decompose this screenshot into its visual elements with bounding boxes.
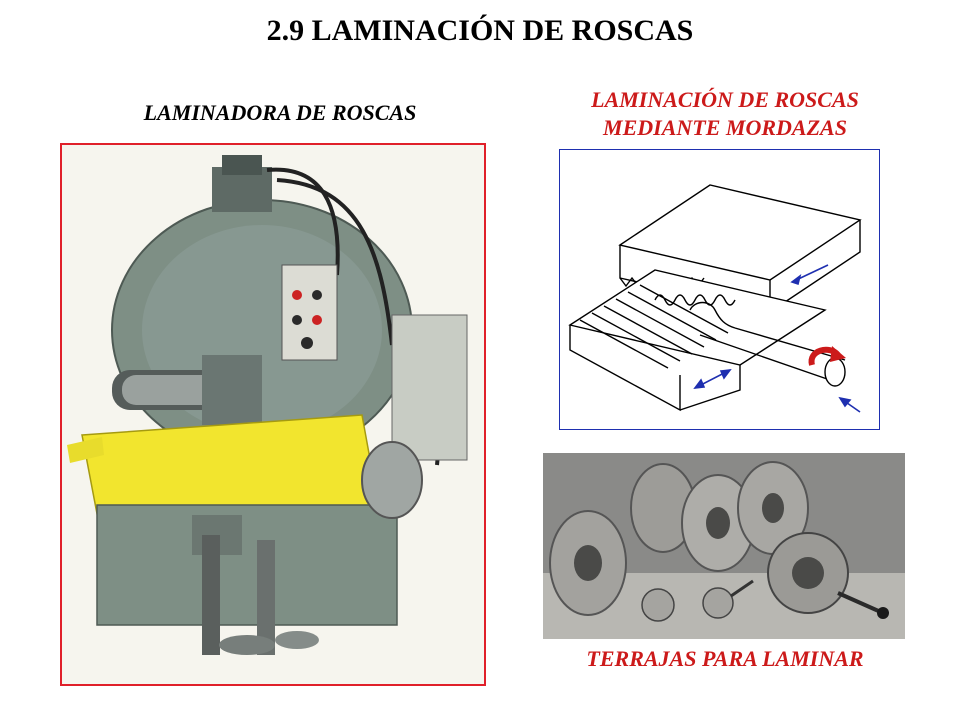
die-diagram-drawing xyxy=(568,184,862,413)
diagram-subtitle: LAMINACIÓN DE ROSCAS MEDIANTE MORDAZAS xyxy=(520,86,930,142)
machine-subtitle: LAMINADORA DE ROSCAS xyxy=(143,100,417,125)
dies-caption: TERRAJAS PARA LAMINAR xyxy=(586,646,864,671)
flat-die-rolling-diagram xyxy=(559,149,880,430)
machine-illustration xyxy=(62,145,484,684)
slide-title: 2.9 LAMINACIÓN DE ROSCAS xyxy=(266,14,694,47)
double-arrow-icon xyxy=(693,264,861,413)
dies-illustration xyxy=(543,453,905,639)
curved-arrow-icon xyxy=(808,346,846,366)
diagram-subtitle-line1: LAMINACIÓN DE ROSCAS xyxy=(591,87,859,112)
thread-rolling-machine-photo xyxy=(60,143,486,686)
thread-rolling-dies-photo xyxy=(543,453,905,639)
diagram-subtitle-line2: MEDIANTE MORDAZAS xyxy=(603,115,847,140)
